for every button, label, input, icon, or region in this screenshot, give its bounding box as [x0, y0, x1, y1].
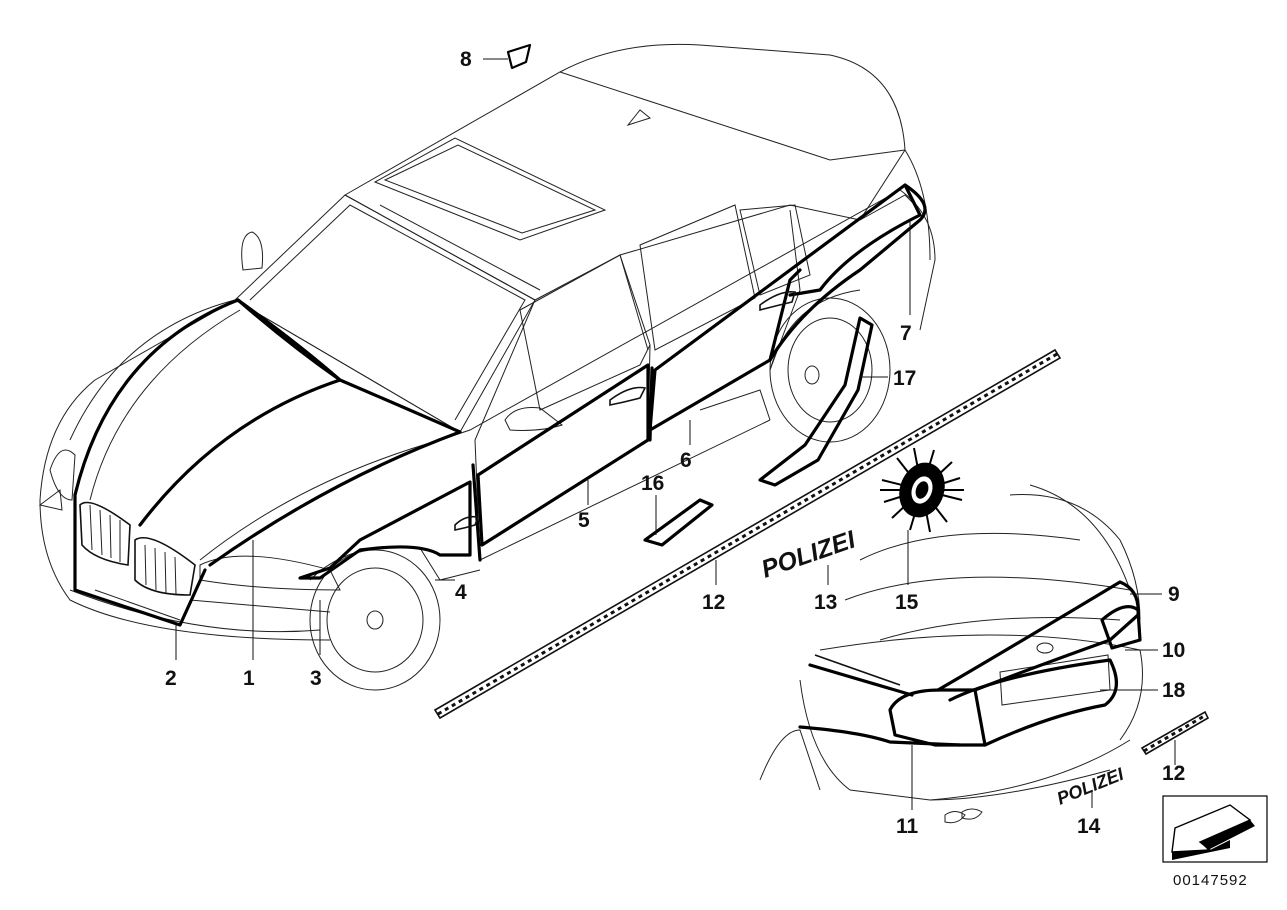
part-17-sill-film: [758, 316, 874, 487]
callout-1: 1: [243, 667, 255, 690]
rear-wheel: [769, 289, 891, 443]
rosette-icon: [880, 447, 964, 533]
callout-17: 17: [893, 367, 916, 390]
callout-10: 10: [1162, 639, 1185, 662]
protective-film-parts: [73, 183, 927, 627]
callout-18: 18: [1162, 679, 1186, 702]
part-12-short-strip: [1140, 710, 1210, 756]
callout-12-short: 12: [1162, 762, 1185, 785]
reference-number: 00147592: [1173, 872, 1248, 889]
callout-7: 7: [900, 322, 912, 345]
polizei-decal-13: POLIZEI: [758, 525, 860, 583]
callout-5: 5: [578, 509, 590, 532]
callout-3: 3: [310, 667, 322, 690]
callout-8: 8: [460, 48, 472, 71]
callout-6: 6: [680, 449, 692, 472]
polizei-decal-14: POLIZEI: [1054, 764, 1127, 809]
callout-16: 16: [641, 472, 664, 495]
rear-view-outline: [759, 484, 1143, 824]
part-12-long-strip: [433, 348, 1062, 720]
orientation-arrow-icon: [1162, 795, 1268, 863]
callout-numbers: 1 2 3 4 5 6 7 8 9 10 11 12 12 13 14 15 1…: [165, 48, 1186, 838]
part-16-strip: [643, 498, 714, 547]
part-8-small-film: [506, 43, 532, 70]
sedan-outline: [38, 43, 936, 691]
leader-lines: [175, 58, 1176, 810]
callout-15: 15: [895, 591, 919, 614]
callout-4: 4: [455, 581, 467, 604]
kidney-grille: [79, 501, 196, 596]
callout-11: 11: [896, 815, 919, 838]
callout-9: 9: [1168, 583, 1180, 606]
callout-14: 14: [1077, 815, 1101, 838]
callout-2: 2: [165, 667, 177, 690]
callout-13: 13: [814, 591, 837, 614]
callout-12-long: 12: [702, 591, 725, 614]
